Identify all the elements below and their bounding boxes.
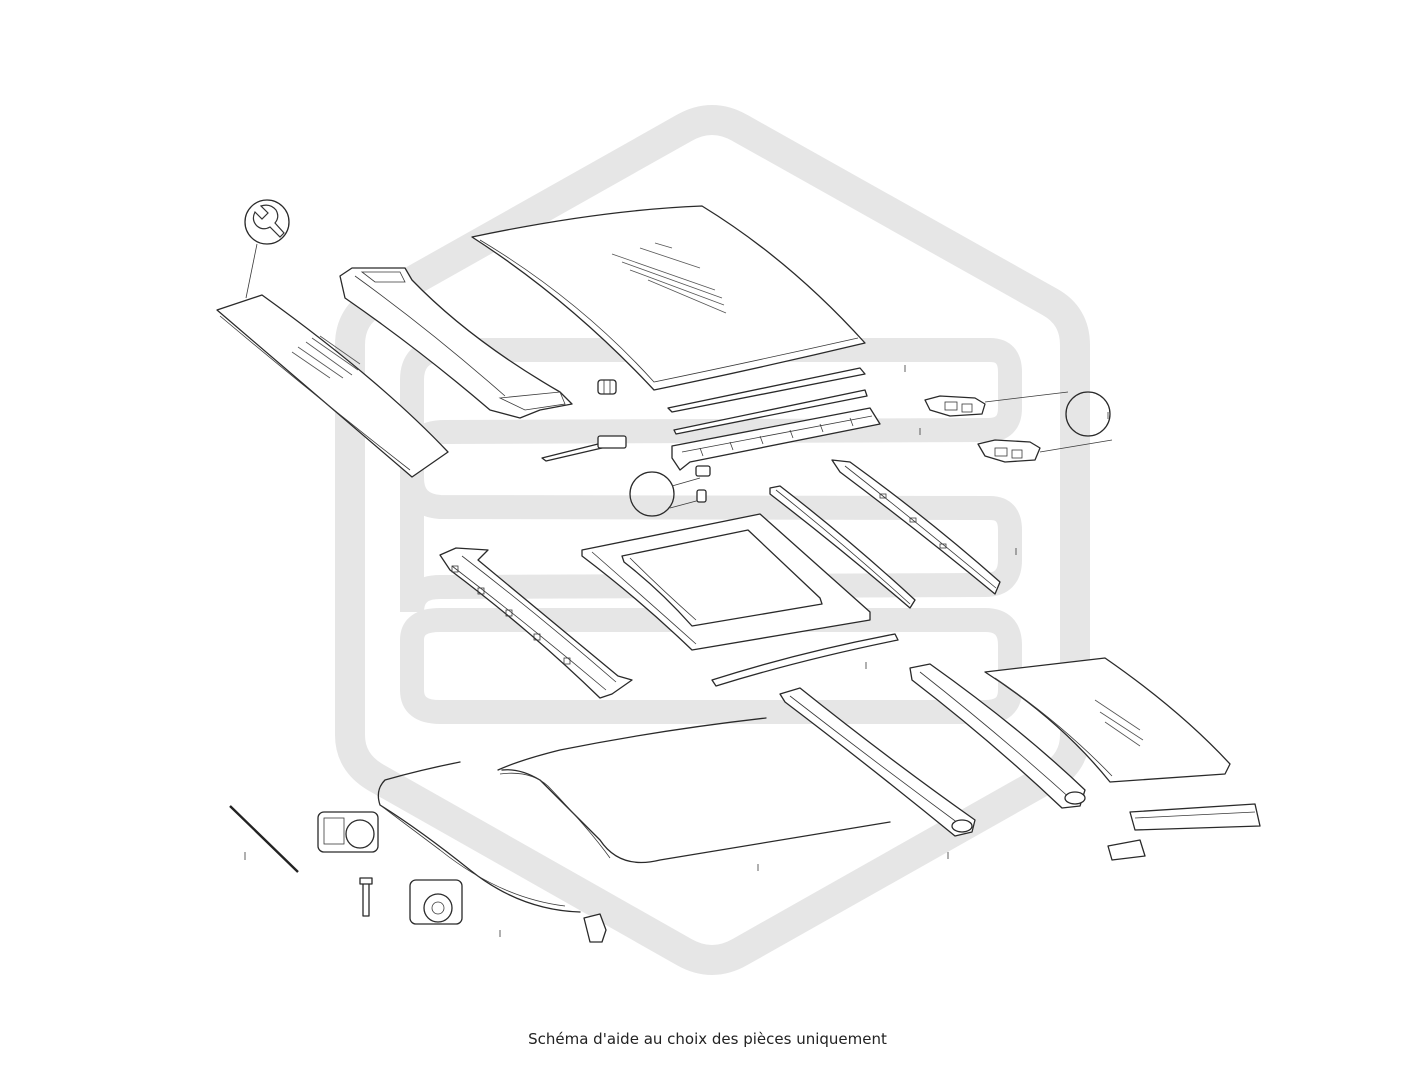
diagram-caption: Schéma d'aide au choix des pièces unique… <box>528 1030 887 1048</box>
right-guide-rail-outer[interactable] <box>831 459 1001 595</box>
front-seal-strip[interactable] <box>667 367 868 435</box>
rear-fixed-glass[interactable] <box>984 657 1231 783</box>
front-cross-member[interactable] <box>671 407 881 471</box>
wind-deflector[interactable] <box>339 267 573 419</box>
sunshade-roller-right[interactable] <box>909 663 1086 809</box>
right-guide-rail-inner[interactable] <box>769 485 916 609</box>
rear-cross-member[interactable] <box>1129 803 1261 831</box>
drive-cable[interactable] <box>377 761 581 913</box>
bracket-callout[interactable] <box>629 465 711 517</box>
screw-fastener[interactable] <box>597 379 617 395</box>
drive-motor-lower[interactable] <box>409 879 463 925</box>
hose-clamp[interactable] <box>583 913 607 943</box>
rear-seal-strip[interactable] <box>711 633 899 687</box>
reference-ticks <box>244 365 1109 937</box>
front-glass-panel[interactable] <box>471 205 866 391</box>
left-guide-rail[interactable] <box>439 547 633 699</box>
sunshade-roller-left[interactable] <box>779 687 976 837</box>
tool-callout[interactable] <box>244 199 290 299</box>
right-hinge-bracket-upper[interactable] <box>924 395 986 417</box>
bolt[interactable] <box>359 877 373 917</box>
hinge-callout <box>984 391 1113 453</box>
drain-hose-connector[interactable] <box>541 435 627 462</box>
rear-glass-panel[interactable] <box>216 294 449 478</box>
opening-frame-seal[interactable] <box>581 513 871 651</box>
drain-tube[interactable] <box>229 805 299 873</box>
perimeter-seal-loop[interactable] <box>497 717 891 864</box>
drive-motor-upper[interactable] <box>317 811 379 853</box>
rear-latch[interactable] <box>1107 839 1146 861</box>
right-hinge-bracket-lower[interactable] <box>977 439 1041 463</box>
wrench-icon <box>252 204 285 238</box>
